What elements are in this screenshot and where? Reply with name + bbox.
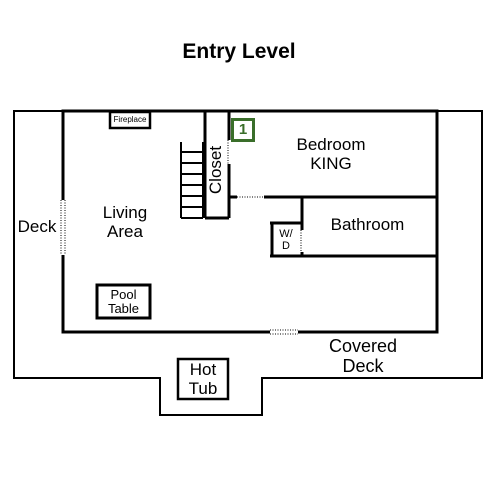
bedroom-label: Bedroom KING — [296, 135, 366, 173]
hot-tub-box — [176, 357, 230, 401]
covered-deck-label: Covered Deck — [328, 336, 398, 376]
fireplace-label: Fireplace — [113, 115, 147, 124]
plan-title: Entry Level — [182, 40, 296, 63]
bottom-door-gap — [270, 329, 298, 336]
washer-dryer-label: W/ D — [279, 228, 293, 253]
living-area-label: Living Area — [102, 203, 148, 241]
pool-table-label: Pool Table — [107, 287, 140, 317]
deck-outline — [13, 110, 483, 416]
room-number-badge: 1 — [231, 118, 255, 142]
closet-label: Closet — [206, 145, 225, 195]
deck-label: Deck — [17, 217, 57, 236]
left-door-gap — [60, 200, 67, 255]
closet-walls — [203, 111, 231, 220]
bathroom-label: Bathroom — [330, 215, 405, 234]
pool-table-box — [95, 283, 152, 320]
fireplace-box — [108, 110, 152, 130]
hot-tub-label: Hot Tub — [188, 360, 218, 398]
stairs — [180, 142, 204, 219]
closet-label-box: Closet — [206, 145, 225, 195]
